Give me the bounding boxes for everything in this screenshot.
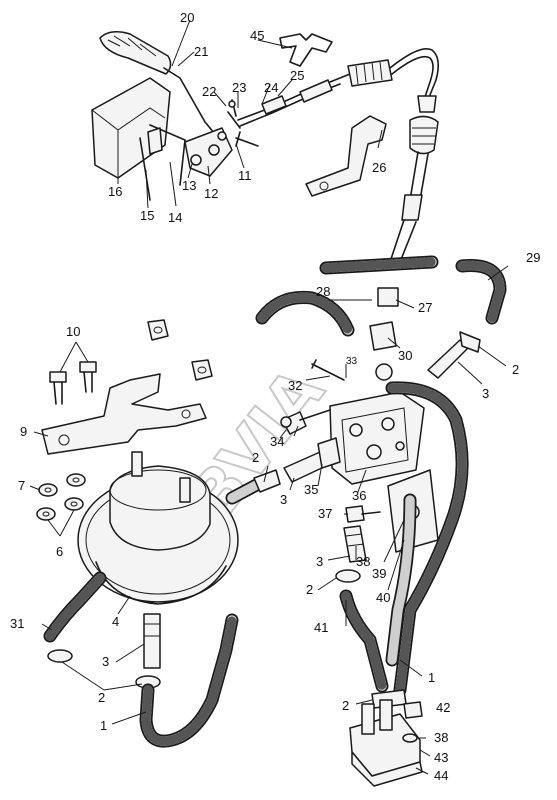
callout-2c: 2	[306, 582, 313, 597]
callout-3a: 3	[482, 386, 489, 401]
callout-2d: 2	[342, 698, 349, 713]
callout-28: 28	[316, 284, 330, 299]
pedal-lever-assembly	[91, 31, 259, 201]
cable-adjuster	[347, 59, 393, 87]
bolt-37	[345, 505, 365, 523]
callout-37: 37	[318, 506, 332, 521]
callout-16: 16	[108, 184, 122, 199]
hose-40	[385, 493, 417, 667]
callout-labels: 20 21 45 25 24 23 22 11 12 13 14 15 16 2…	[10, 10, 540, 783]
callout-10: 10	[66, 324, 80, 339]
callout-45: 45	[250, 28, 264, 43]
hose-upper-left	[255, 290, 355, 337]
nozzle-right	[379, 699, 393, 731]
callout-1a: 1	[428, 670, 435, 685]
callout-2a: 2	[512, 362, 519, 377]
bracket-26	[305, 115, 387, 197]
callout-29: 29	[526, 250, 540, 265]
callout-2b: 2	[252, 450, 259, 465]
bolts-10	[49, 361, 97, 405]
fitting-3-lower	[343, 525, 367, 563]
nozzle-left	[361, 703, 375, 735]
callout-6: 6	[56, 544, 63, 559]
callout-40: 40	[376, 590, 390, 605]
callout-25: 25	[290, 68, 304, 83]
callout-20: 20	[180, 10, 194, 25]
gasket-44	[351, 751, 423, 787]
callout-44: 44	[434, 768, 448, 783]
callout-32: 32	[288, 378, 302, 393]
connector-30	[369, 321, 397, 351]
pivot-bolt	[190, 154, 202, 166]
stud-left	[131, 451, 143, 477]
callout-15: 15	[140, 208, 154, 223]
callout-38a: 38	[356, 554, 370, 569]
callout-14: 14	[168, 210, 182, 225]
washers-6	[36, 473, 86, 521]
callout-36: 36	[352, 488, 366, 503]
callout-35: 35	[304, 482, 318, 497]
callout-4: 4	[112, 614, 119, 629]
throttle-cable	[237, 48, 440, 263]
valve-body	[329, 391, 425, 485]
callout-11: 11	[238, 168, 252, 183]
leader-lines	[29, 19, 509, 775]
callout-39: 39	[372, 566, 386, 581]
callout-7: 7	[18, 478, 25, 493]
callout-12: 12	[204, 186, 218, 201]
callout-38b: 38	[434, 730, 448, 745]
callout-41: 41	[314, 620, 328, 635]
lever-handle-grip	[99, 31, 172, 75]
bracket-9	[41, 373, 207, 455]
hose-1-left	[139, 613, 239, 748]
hose-28	[319, 255, 439, 275]
clamp-2-left	[47, 649, 73, 663]
hose-29	[455, 259, 507, 325]
cable-clamp-24	[261, 95, 287, 115]
hose-41	[339, 589, 389, 693]
bolt-42	[403, 701, 423, 719]
fitting-3-left	[143, 613, 161, 669]
callout-3c: 3	[316, 554, 323, 569]
callout-3b: 3	[280, 492, 287, 507]
callout-30: 30	[398, 348, 412, 363]
callout-34: 34	[270, 434, 284, 449]
vacuum-unit	[77, 451, 239, 605]
callout-31: 31	[10, 616, 24, 631]
callout-13: 13	[182, 178, 196, 193]
callout-43: 43	[434, 750, 448, 765]
callout-3d: 3	[102, 654, 109, 669]
callout-2e: 2	[98, 690, 105, 705]
bracket-45	[279, 33, 333, 67]
callout-26: 26	[372, 160, 386, 175]
callout-33: 33	[346, 356, 358, 367]
nuts-upper	[147, 319, 213, 381]
callout-27: 27	[418, 300, 432, 315]
callout-21: 21	[194, 44, 208, 59]
washer-38-bottom	[402, 733, 418, 743]
callout-22: 22	[202, 84, 216, 99]
clamp-2-mid	[335, 569, 361, 583]
callout-24: 24	[264, 80, 278, 95]
connector-27	[377, 287, 399, 307]
stud-right	[179, 477, 191, 503]
cable-boot	[409, 115, 439, 155]
callout-42: 42	[436, 700, 450, 715]
lever-rod	[163, 67, 221, 141]
hose-1-right	[385, 381, 469, 697]
callout-23: 23	[232, 80, 246, 95]
callout-1b: 1	[100, 718, 107, 733]
callout-9: 9	[20, 424, 27, 439]
hose-31	[43, 571, 107, 643]
